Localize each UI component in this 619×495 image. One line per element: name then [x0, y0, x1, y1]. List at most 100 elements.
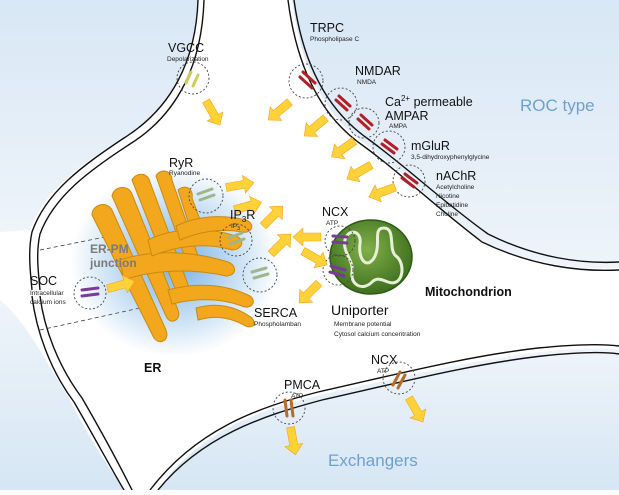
trpc-sub-label: Phospholipase C: [310, 36, 359, 43]
flow-arrow: [331, 137, 358, 160]
vgcc-sub-label: Depolarization: [167, 56, 209, 63]
soc-label: SOC: [30, 274, 57, 288]
mglur-label: mGluR: [411, 139, 450, 153]
pmca-channel-circle: [272, 391, 306, 425]
mglur-channel-circle: [372, 130, 406, 164]
flow-arrow: [405, 395, 427, 423]
ampar-line1-label: Ca2+ permeable: [385, 94, 473, 109]
ryr-sub-label: Ryanodine: [169, 170, 200, 177]
flow-arrow: [298, 279, 323, 304]
labels: VGCC Depolarization TRPC Phospholipase C…: [30, 21, 595, 470]
mglur-sub-label: 3,5-dihydroxyphenylglycine: [411, 154, 490, 161]
flow-arrow: [267, 98, 293, 121]
nachr-sub-label-1: Acetylcholine: [436, 184, 475, 191]
soc-channel-circle: [73, 276, 107, 310]
mglur-channel: [380, 138, 399, 155]
er-body: [91, 170, 255, 343]
flow-arrow: [368, 183, 397, 203]
trpc-channel: [298, 70, 317, 90]
flow-arrow: [292, 227, 322, 247]
trpc-label: TRPC: [310, 21, 344, 35]
ryr-channel-circle: [188, 178, 224, 214]
vgcc-channel: [184, 70, 200, 88]
nachr-channel-circle: [392, 164, 426, 198]
mitochondrion: [329, 219, 413, 295]
flow-arrow: [106, 274, 135, 294]
serca-channel: [250, 266, 270, 280]
uniporter-channel-circle: [322, 254, 354, 286]
exchangers-label: Exchangers: [328, 451, 418, 470]
ampar-ca-prefix: Ca: [385, 95, 401, 109]
channels: [73, 61, 426, 425]
plasma-membrane: [29, 0, 619, 491]
er-pm-junction-label-2: junction: [89, 256, 137, 270]
ampar-permeable: permeable: [410, 95, 473, 109]
ip3r-suffix: R: [246, 208, 255, 222]
nmdar-label: NMDAR: [355, 64, 401, 78]
ncx-pm-sub-label: ATP: [377, 368, 389, 375]
ncx-pm-channel-circle: [382, 361, 416, 395]
serca-label: SERCA: [254, 306, 298, 320]
ampar-channel-circle: [348, 107, 380, 139]
flow-arrow: [303, 114, 329, 137]
flow-arrows: [106, 98, 427, 456]
ryr-label: RyR: [169, 156, 193, 170]
flow-arrow: [202, 98, 224, 126]
ip3r-prefix: IP: [230, 208, 242, 222]
ip3r-sub-index: 3: [237, 226, 240, 232]
soc-sub-label-2: calcium ions: [30, 299, 67, 306]
ip3r-label: IP3R: [230, 208, 255, 224]
uniporter-channel: [328, 264, 347, 278]
uniporter-label: Uniporter: [331, 302, 389, 318]
ncx-mito-channel: [331, 234, 349, 245]
ampar-label: AMPAR: [385, 109, 429, 123]
vgcc-label: VGCC: [168, 41, 204, 55]
nachr-sub-label-2: Nicotine: [436, 193, 460, 200]
ncx-mito-sub-label: ATP: [326, 220, 338, 227]
nmdar-channel: [334, 94, 352, 112]
mitochondrion-label: Mitochondrion: [425, 285, 512, 299]
ncx-pm-channel: [391, 370, 407, 390]
ryr-channel: [196, 187, 216, 202]
ncx-pm-label: NCX: [371, 353, 398, 367]
nmdar-channel-circle: [324, 87, 358, 121]
nachr-sub-label-3: Epibatidine: [436, 202, 469, 209]
ampar-ca-superscript: 2+: [401, 94, 410, 103]
channel-bars: [80, 70, 419, 418]
pmca-sub-label: ATP: [291, 393, 303, 400]
ip3r-channel: [226, 231, 246, 246]
flow-arrow: [225, 174, 255, 194]
uniporter-sub-label-1: Membrane potential: [334, 321, 392, 328]
er-label: ER: [144, 361, 161, 375]
ip3r-subscript: 3: [242, 215, 247, 224]
soc-channel: [80, 286, 100, 298]
ncx-mito-label: NCX: [322, 205, 349, 219]
flow-arrow: [300, 247, 328, 269]
flow-arrow: [267, 233, 292, 258]
ncx-mito-channel-circle: [324, 225, 356, 257]
nachr-sub-label-4: Choline: [436, 211, 458, 218]
soc-sub-label-1: Intracellular: [30, 290, 64, 297]
nachr-label: nAChR: [436, 169, 476, 183]
ampar-sub-label: AMPA: [389, 123, 408, 130]
pmca-label: PMCA: [284, 378, 321, 392]
pmca-channel: [283, 398, 295, 418]
flow-arrow: [259, 205, 284, 230]
serca-sub-label: Phospholamban: [254, 321, 301, 328]
ip3r-sub-label: IP3: [231, 223, 240, 232]
ip3r-channel-circle: [219, 223, 253, 257]
roc-type-label: ROC type: [520, 96, 595, 115]
uniporter-sub-label-2: Cytosol calcium concentration: [334, 331, 421, 338]
flow-arrow: [233, 195, 262, 215]
vgcc-channel-circle: [176, 61, 210, 95]
flow-arrow: [284, 426, 304, 456]
serca-channel-circle: [242, 257, 278, 293]
trpc-channel-circle: [288, 63, 324, 99]
nmdar-sub-label: NMDA: [357, 79, 377, 86]
nachr-channel: [400, 172, 419, 189]
er-pm-junction-label-1: ER-PM: [90, 242, 129, 256]
ampar-channel: [356, 113, 374, 131]
